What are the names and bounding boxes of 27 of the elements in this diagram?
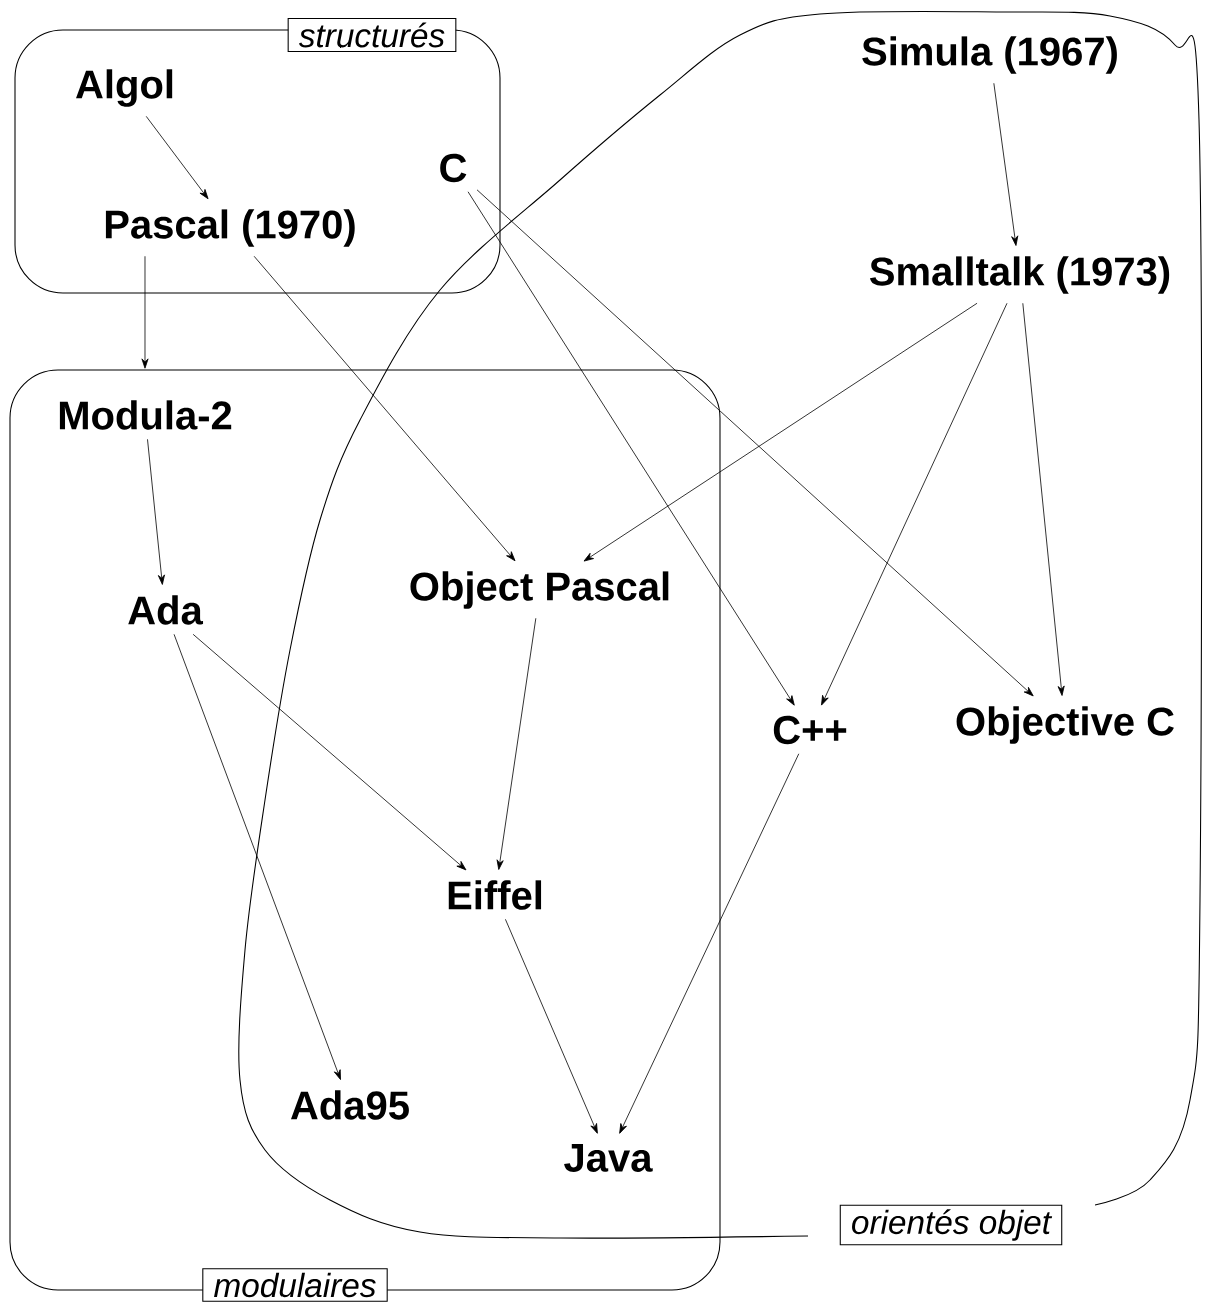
language-label: Java (564, 1144, 653, 1172)
arrow (467, 191, 795, 706)
language-label: Smalltalk (1973) (869, 256, 1170, 294)
language-label: Ada95 (290, 1090, 409, 1120)
language-label: Simula (1967) (862, 36, 1117, 74)
arrow (496, 617, 537, 870)
arrow (619, 753, 800, 1134)
language-label: Ada (128, 595, 204, 625)
arrow (141, 255, 149, 369)
language-label: Modula-2 (59, 400, 232, 430)
language-label: C (440, 153, 467, 183)
language-label: C++ (773, 715, 847, 745)
arrow (476, 189, 1034, 697)
arrow (253, 255, 516, 562)
language-label: Object Pascal (410, 571, 669, 609)
language-label: Algol (76, 69, 173, 107)
arrow (993, 82, 1019, 246)
arrow (583, 302, 978, 562)
arrow (145, 115, 209, 200)
language-label: Eiffel (448, 880, 542, 910)
arrow (821, 302, 1008, 706)
language-label: Objective C (956, 706, 1174, 744)
arrow (192, 633, 467, 871)
arrow (505, 918, 598, 1134)
arrow (173, 633, 341, 1080)
arrow (1022, 302, 1065, 696)
arrow (147, 438, 165, 585)
